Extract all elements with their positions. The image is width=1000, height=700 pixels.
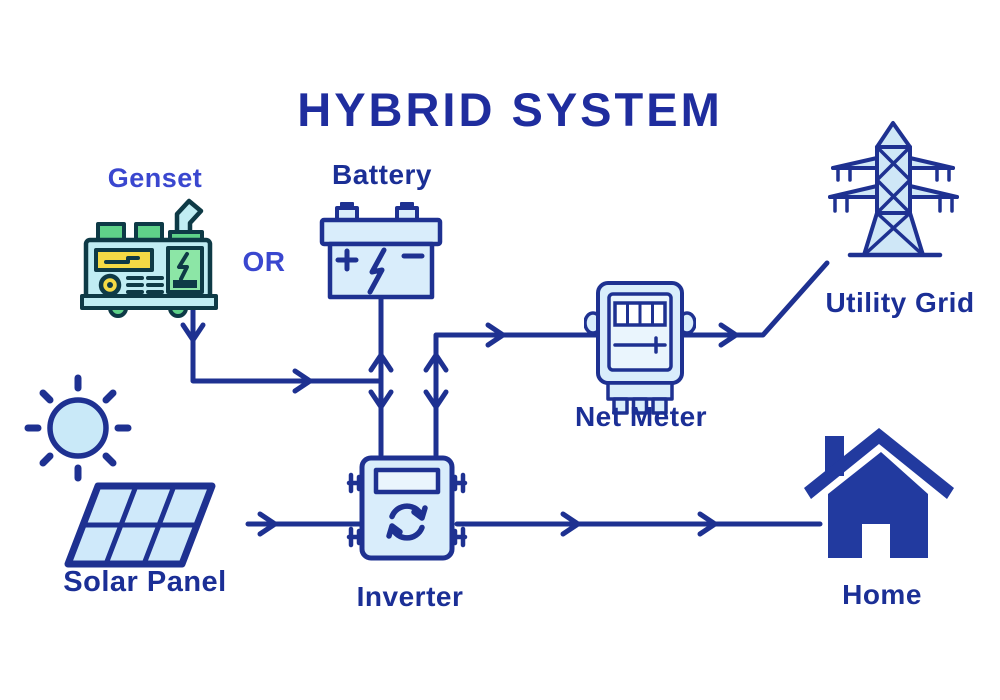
arrow-right-solar xyxy=(257,511,278,537)
home-icon xyxy=(804,428,954,558)
sun-icon xyxy=(24,374,132,482)
solar-panel-label: Solar Panel xyxy=(63,566,227,598)
arrow-up-grid xyxy=(423,352,449,373)
battery-plus-symbol xyxy=(335,248,359,272)
net-meter-icon xyxy=(584,281,696,415)
arrow-down-genset xyxy=(180,322,206,343)
or-label: OR xyxy=(242,246,286,277)
solar-panel-icon xyxy=(64,482,216,568)
battery-label: Battery xyxy=(332,159,432,190)
arrow-right-genset-junction xyxy=(292,368,313,394)
home-body xyxy=(828,452,928,558)
arrow-right-home-2 xyxy=(697,511,718,537)
battery-icon xyxy=(319,202,443,300)
battery-bolt-icon xyxy=(367,247,387,295)
sync-arrows-icon xyxy=(386,503,428,541)
home-roof xyxy=(804,428,954,499)
inverter-icon xyxy=(346,455,468,561)
genset-icon xyxy=(80,198,218,318)
arrow-down-battery xyxy=(368,389,394,410)
inverter-display xyxy=(373,467,441,495)
meter-needle xyxy=(613,336,667,354)
genset-to-junction-line xyxy=(190,307,384,384)
utility-grid-label: Utility Grid xyxy=(825,287,975,318)
arrow-right-to-grid xyxy=(718,322,739,348)
arrow-right-to-meter xyxy=(485,322,506,348)
arrow-right-home-1 xyxy=(560,511,581,537)
arrow-up-battery xyxy=(368,352,394,373)
net-meter-label: Net Meter xyxy=(574,401,708,432)
page-title: HYBRID SYSTEM xyxy=(297,83,723,136)
meter-display-segments xyxy=(626,301,654,327)
inverter-label: Inverter xyxy=(356,581,464,612)
utility-grid-tower-icon xyxy=(828,121,959,258)
arrow-down-grid xyxy=(423,389,449,410)
genset-label: Genset xyxy=(107,163,203,193)
home-label: Home xyxy=(842,579,922,610)
